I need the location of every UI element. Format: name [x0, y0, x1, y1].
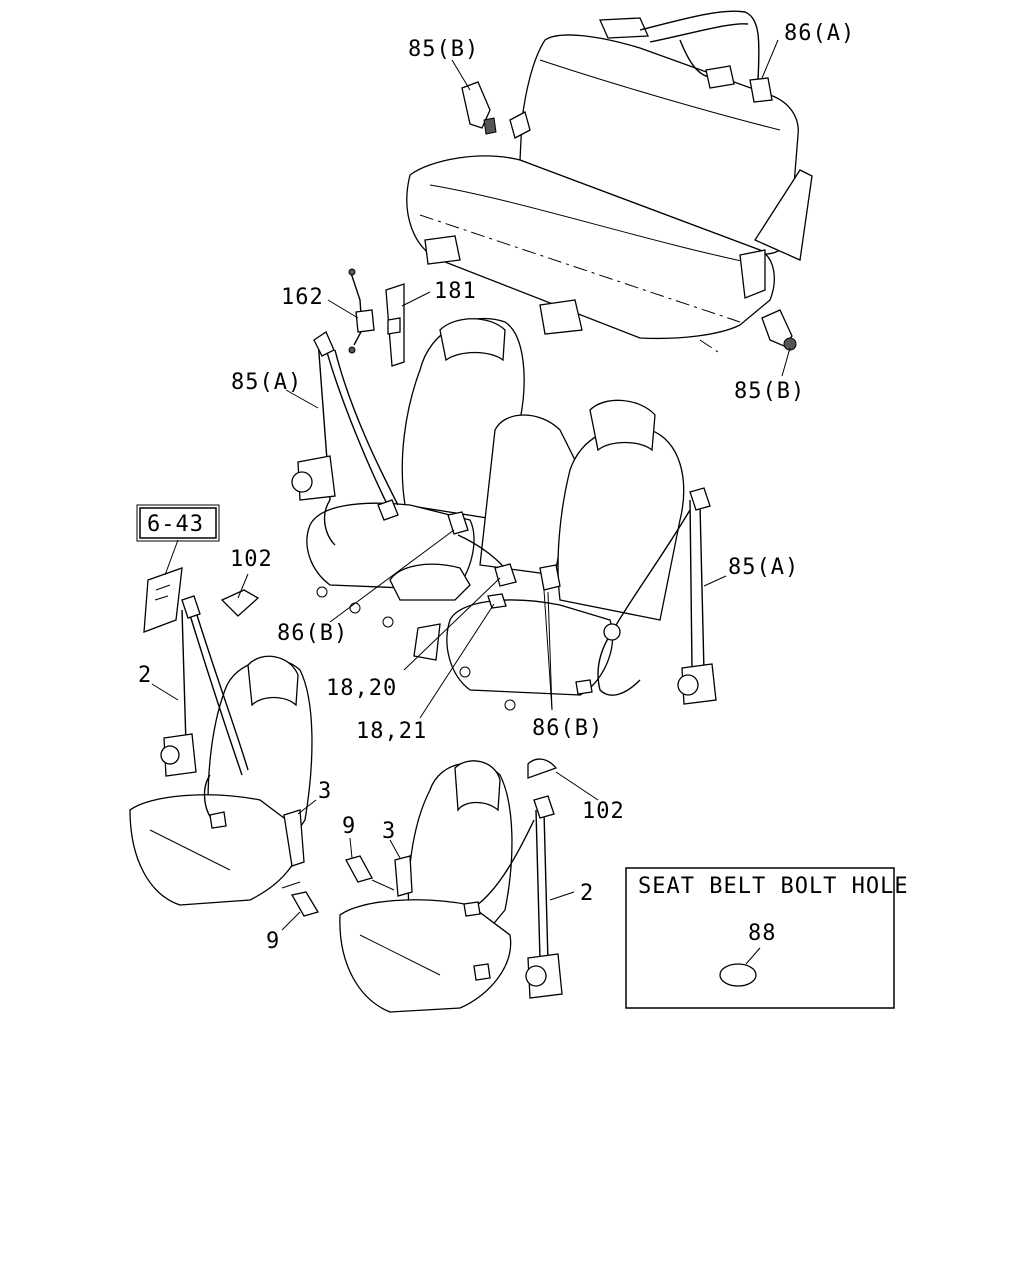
- front-right-seat: [339, 758, 563, 1013]
- bolt-hole-shape: [719, 963, 757, 987]
- callout-86b-left: 86(B): [277, 621, 348, 646]
- callout-9-lower: 9: [266, 929, 280, 954]
- callout-85a-left: 85(A): [231, 370, 302, 395]
- callout-3-right: 3: [382, 819, 396, 844]
- reference-box-6-43: 6-43: [136, 504, 220, 542]
- callout-18-20: 18,20: [326, 676, 397, 701]
- callout-3-left: 3: [318, 779, 332, 804]
- leader-lines: [151, 39, 791, 931]
- middle-row-seats: [291, 268, 717, 711]
- callout-2-right: 2: [580, 881, 594, 906]
- callout-85a-right: 85(A): [728, 555, 799, 580]
- inset-part-88: 88: [748, 921, 777, 946]
- callout-162: 162: [281, 285, 324, 310]
- callout-85b-right: 85(B): [734, 379, 805, 404]
- callout-9-upper: 9: [342, 814, 356, 839]
- callout-2-left: 2: [138, 663, 152, 688]
- front-left-seat: [129, 567, 319, 917]
- callout-18-21: 18,21: [356, 719, 427, 744]
- callout-102-left: 102: [230, 547, 273, 572]
- callout-102-right: 102: [582, 799, 625, 824]
- callout-86a-top: 86(A): [784, 21, 855, 46]
- callout-86b-right: 86(B): [532, 716, 603, 741]
- reference-6-43-label: 6-43: [147, 512, 204, 537]
- bolt-hole-inset: SEAT BELT BOLT HOLE 88: [625, 867, 909, 1009]
- callout-85b-top: 85(B): [408, 37, 479, 62]
- callout-181: 181: [434, 279, 477, 304]
- rear-bench-seat: [406, 10, 813, 353]
- callout-labels: 85(B) 86(A) 162 181 85(A) 85(B) 102 86(B…: [138, 21, 855, 954]
- inset-title: SEAT BELT BOLT HOLE: [638, 874, 909, 899]
